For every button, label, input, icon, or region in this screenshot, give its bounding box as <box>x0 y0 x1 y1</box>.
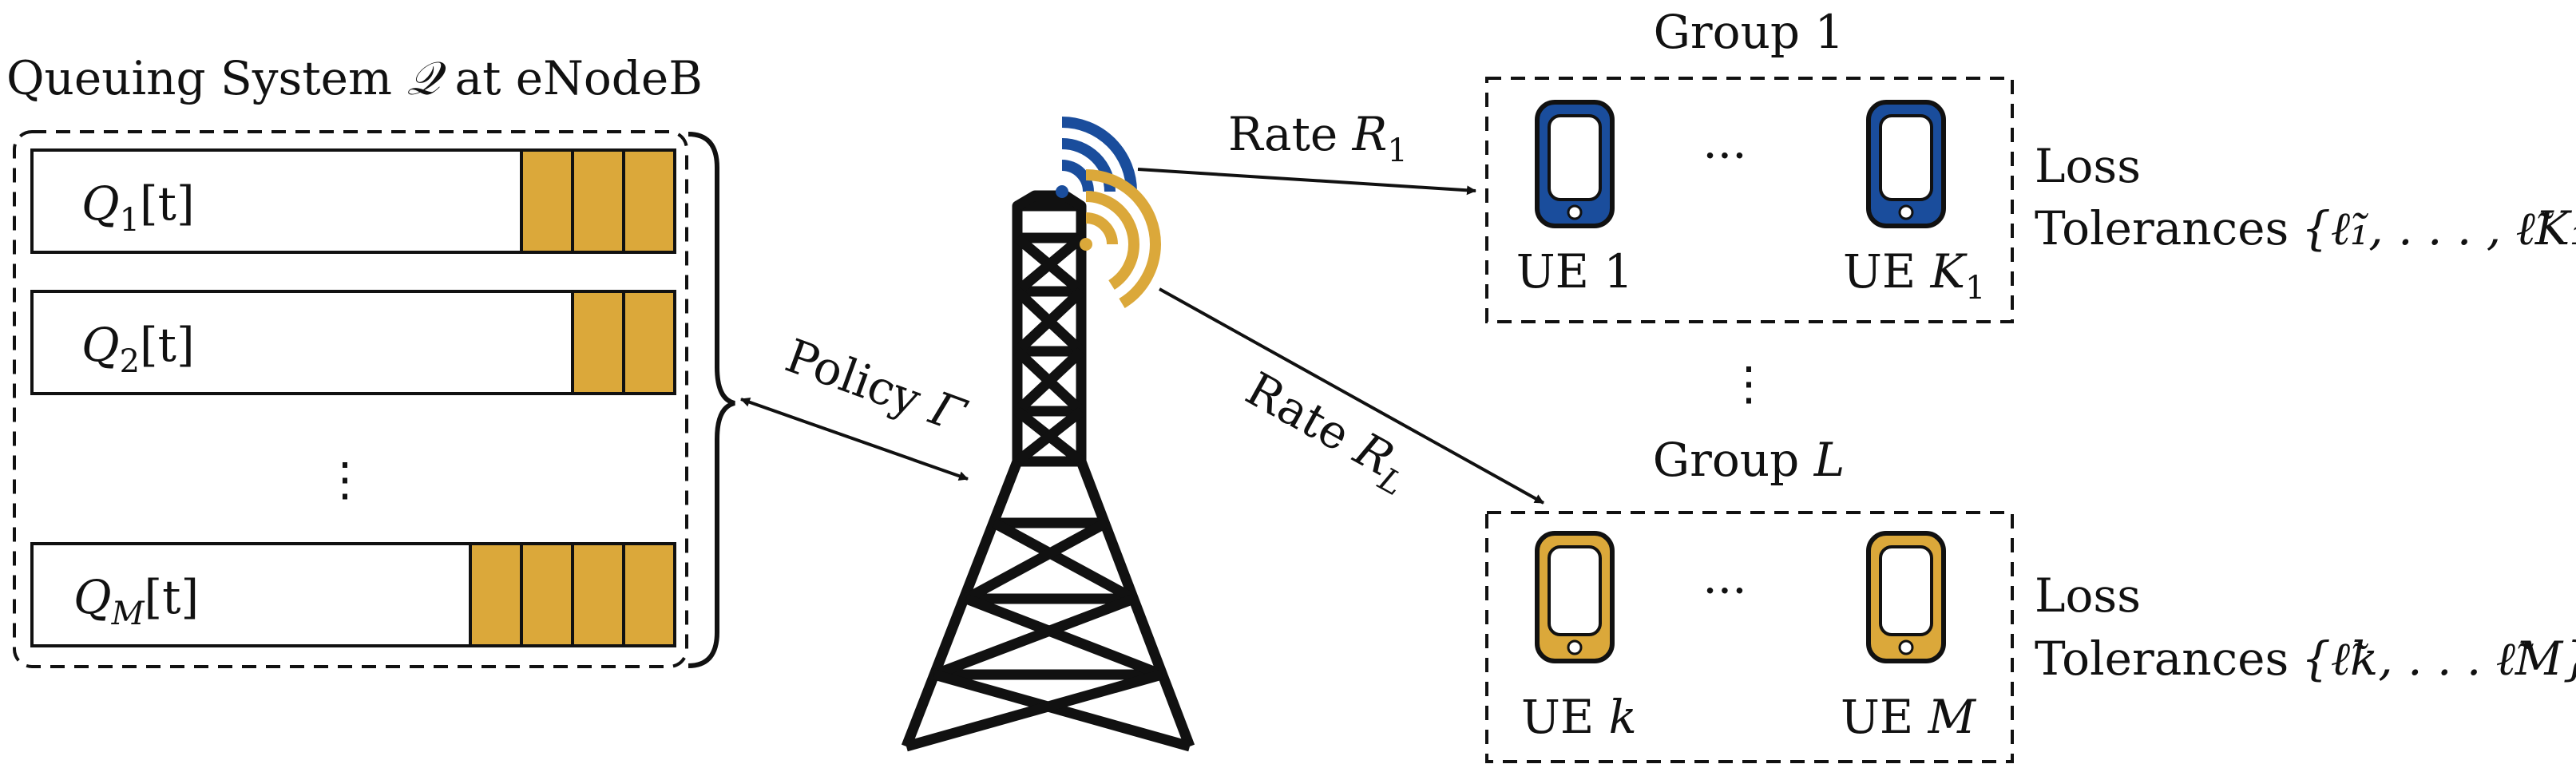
group-1-tolerances-label: Tolerances <box>2035 201 2289 255</box>
queue-ellipsis: ⋮ <box>322 452 368 506</box>
queue-label: QM[t] <box>73 570 199 632</box>
groups-ellipsis: ⋮ <box>1726 356 1772 410</box>
group-l-title: Group L <box>1653 433 1845 487</box>
queue-label: Q2[t] <box>81 318 195 380</box>
gold-signal-icon <box>1080 169 1162 308</box>
group-l-loss-label: Loss <box>2035 568 2141 623</box>
cell-tower-icon <box>901 190 1195 752</box>
ue-k-label: UE k <box>1521 690 1637 744</box>
packet-cell <box>571 542 625 647</box>
packet-cell <box>622 148 676 254</box>
ue-1-phone-icon <box>1535 100 1615 228</box>
packet-cell <box>469 542 523 647</box>
ue-k1-label: UE K1 <box>1843 244 1985 307</box>
queue-system-brace <box>688 132 735 668</box>
ue-m-phone-icon <box>1866 531 1946 663</box>
ue-1-label: UE 1 <box>1516 244 1634 299</box>
packet-cell <box>571 290 625 395</box>
group-l-tolerance-set: {ℓ̃k, . . . ℓ̃M} <box>2301 631 2576 686</box>
ue-m-label: UE M <box>1841 690 1977 744</box>
policy-arrow <box>740 397 969 481</box>
policy-label: Policy Γ <box>779 328 973 443</box>
group-l-ellipsis: ··· <box>1702 564 1746 618</box>
rate-l-arrow <box>1159 287 1544 505</box>
queue-1: Q1[t] <box>30 148 676 254</box>
queue-system-border <box>13 130 688 668</box>
queue-label: Q1[t] <box>81 176 195 239</box>
group-1-loss-label: Loss <box>2035 139 2141 193</box>
ue-k1-phone-icon <box>1866 100 1946 228</box>
packet-cell <box>520 148 574 254</box>
group-1-box <box>1485 77 2014 323</box>
queue-system-title: Queuing System 𝒬 at eNodeB <box>6 51 703 105</box>
packet-cell <box>571 148 625 254</box>
queue-buffer <box>30 290 676 395</box>
group-1-title: Group 1 <box>1654 5 1845 59</box>
group-l-tolerances-label: Tolerances <box>2035 631 2289 686</box>
group-l-box <box>1485 511 2014 763</box>
group-1-ellipsis: ··· <box>1702 129 1746 183</box>
packet-cell <box>622 542 676 647</box>
rate-1-arrow <box>1137 168 1476 196</box>
rate-1-label: Rate R1 <box>1228 107 1408 169</box>
packet-cell <box>622 290 676 395</box>
queue-2: Q2[t] <box>30 290 676 395</box>
queue-m: QM[t] <box>30 542 676 647</box>
packet-cell <box>520 542 574 647</box>
group-1-tolerance-set: {ℓ̃₁, . . . , ℓ̃K₁} <box>2301 201 2576 255</box>
ue-k-phone-icon <box>1535 531 1615 663</box>
